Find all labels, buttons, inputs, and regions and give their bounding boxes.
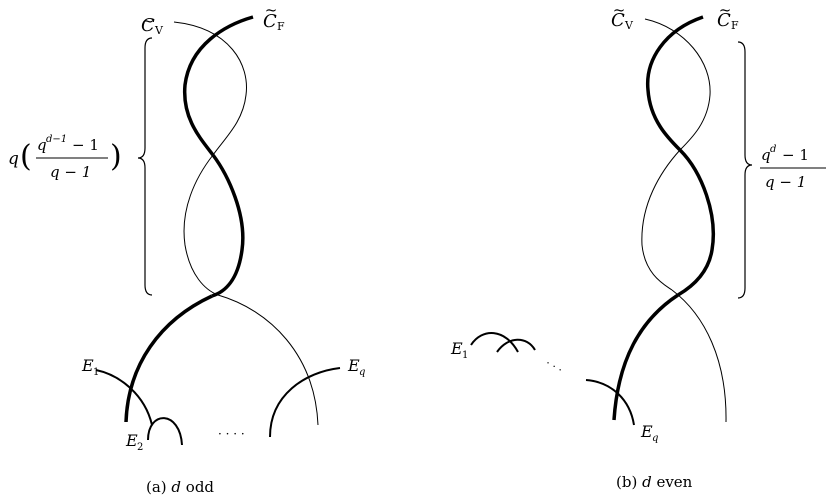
panel-a: ~ C V ~ C F q ( q d−1 − 1 q − 1 ) E 1 E …: [8, 1, 365, 496]
svg-text:1: 1: [93, 367, 99, 378]
panel-a-e2-curve: [147, 417, 183, 446]
panel-a-eq-curve: [269, 367, 341, 438]
svg-text:E: E: [640, 422, 653, 441]
panel-b-caption: (b) d even: [616, 473, 693, 491]
panel-b: ~ C V ~ C F q d − 1 q − 1 E 1 E q · · ·: [450, 1, 826, 491]
svg-text:− 1: − 1: [782, 146, 809, 164]
panel-b-brace: [737, 41, 753, 299]
panel-a-label-eq: E q: [347, 356, 365, 378]
svg-text:(a) d odd: (a) d odd: [146, 478, 214, 496]
svg-text:q: q: [8, 149, 19, 169]
panel-b-cv-curve-tail: [671, 289, 727, 423]
svg-text:C: C: [263, 11, 277, 32]
panel-b-cf-curve-upper: [645, 15, 704, 152]
svg-text:q: q: [652, 433, 658, 444]
panel-a-cf-curve-tail: [124, 294, 213, 423]
panel-b-label-cv: ~ C V: [611, 1, 634, 32]
panel-b-label-eq: E q: [640, 422, 658, 444]
panel-a-e1-curve: [95, 369, 153, 426]
panel-b-brace-label: q d − 1 q − 1: [760, 144, 826, 191]
svg-text:d−1: d−1: [46, 134, 67, 145]
svg-text:d: d: [770, 144, 776, 155]
svg-text:q − 1: q − 1: [50, 163, 91, 181]
svg-text:(b) d even: (b) d even: [616, 473, 693, 491]
svg-text:E: E: [125, 431, 138, 450]
svg-text:C: C: [611, 10, 625, 31]
svg-text:E: E: [81, 356, 94, 375]
svg-text:1: 1: [462, 350, 468, 361]
svg-text:C: C: [141, 15, 155, 36]
svg-text:C: C: [717, 10, 731, 31]
svg-text:V: V: [624, 19, 634, 32]
svg-text:V: V: [154, 24, 164, 37]
panel-b-cv-curve-upper: [644, 18, 711, 151]
svg-text:~: ~: [719, 1, 732, 19]
panel-a-brace: [137, 37, 153, 296]
svg-text:~: ~: [142, 12, 155, 30]
svg-text:2: 2: [137, 442, 143, 453]
svg-text:E: E: [347, 356, 360, 375]
panel-a-cf-curve-lower: [211, 153, 245, 298]
panel-b-cf-curve-tail: [612, 293, 679, 421]
svg-text:(: (: [20, 139, 32, 174]
panel-b-dots: · · ·: [543, 357, 565, 377]
panel-a-cv-curve-lower: [183, 154, 219, 296]
panel-b-eq-curve: [585, 379, 635, 426]
svg-text:F: F: [731, 19, 739, 32]
panel-a-label-cf: ~ C F: [263, 1, 285, 33]
panel-a-cf-curve-upper: [182, 15, 254, 157]
panel-b-label-cf: ~ C F: [717, 1, 739, 32]
panel-b-e1-arc-1: [470, 332, 519, 353]
panel-b-cf-curve-lower: [677, 148, 715, 297]
panel-a-label-e2: E 2: [125, 431, 143, 453]
panel-a-dots: · · · ·: [218, 427, 245, 441]
panel-a-label-cv: ~ C V: [141, 12, 164, 37]
svg-text:q: q: [359, 367, 365, 378]
panel-b-e1-arc-2: [496, 338, 536, 353]
svg-text:− 1: − 1: [72, 136, 99, 154]
svg-text:~: ~: [613, 1, 626, 19]
svg-text:E: E: [450, 339, 463, 358]
panel-b-label-e1: E 1: [450, 339, 468, 361]
panel-a-cv-curve-upper: [173, 21, 247, 156]
panel-a-cv-curve-tail: [217, 294, 319, 426]
svg-text:F: F: [277, 20, 285, 33]
svg-text:q: q: [761, 146, 771, 164]
svg-text:~: ~: [265, 1, 278, 19]
panel-b-cv-curve-lower: [641, 149, 681, 291]
svg-text:q: q: [37, 136, 47, 154]
panel-a-brace-label: q ( q d−1 − 1 q − 1 ): [8, 134, 122, 181]
svg-text:): ): [110, 139, 122, 174]
svg-text:q − 1: q − 1: [765, 173, 806, 191]
panel-a-caption: (a) d odd: [146, 478, 214, 496]
panel-a-label-e1: E 1: [81, 356, 99, 378]
